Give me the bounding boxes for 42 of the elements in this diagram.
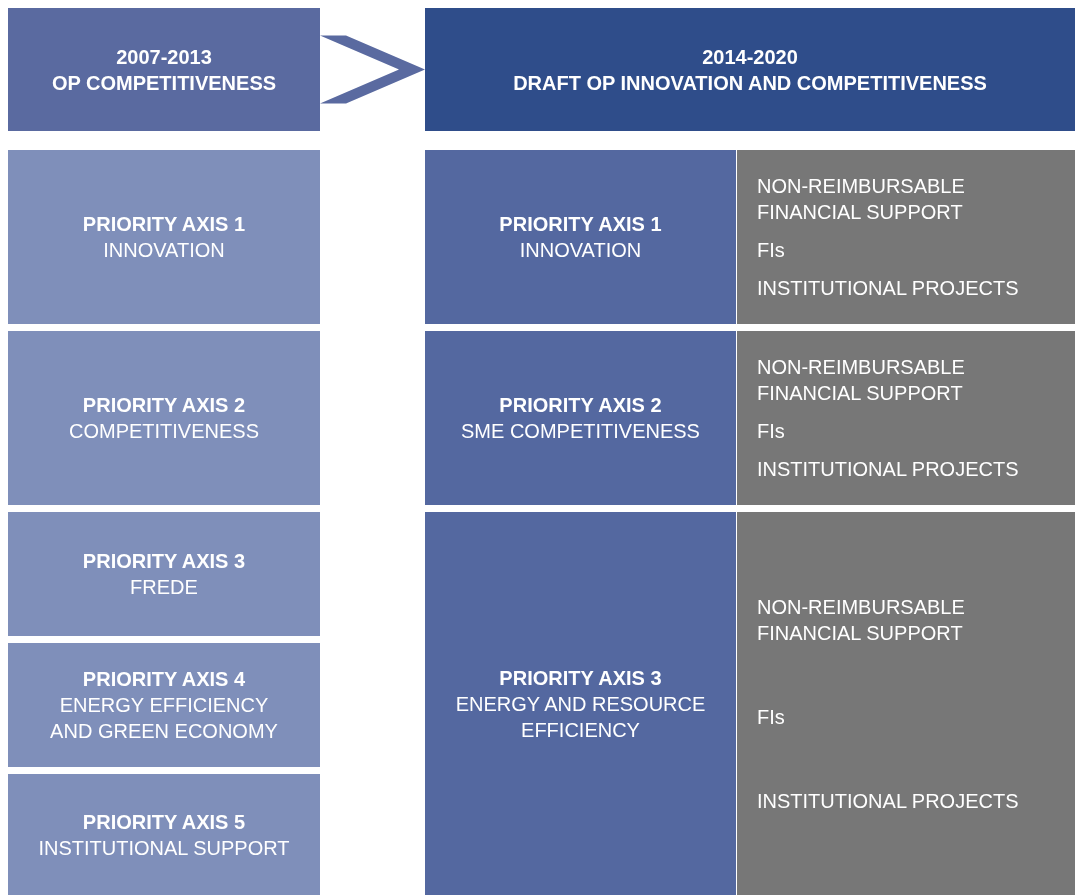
support-panel bbox=[737, 512, 1075, 895]
programme-title: DRAFT OP INNOVATION AND COMPETITIVENESS bbox=[513, 70, 987, 96]
axis-name: INNOVATION bbox=[519, 238, 642, 263]
axis-title: PRIORITY AXIS 3 bbox=[499, 665, 662, 691]
support-type-label: NON-REIMBURSABLE FINANCIAL SUPPORT bbox=[757, 174, 966, 225]
axis-title: PRIORITY AXIS 5 bbox=[82, 809, 246, 835]
axis-title: PRIORITY AXIS 1 bbox=[499, 212, 662, 237]
support-type-label: INSTITUTIONAL PROJECTS bbox=[757, 457, 1019, 482]
support-type-label: NON-REIMBURSABLE FINANCIAL SUPPORT bbox=[757, 594, 966, 646]
chevron-arrow bbox=[320, 35, 425, 104]
axis-name: INNOVATION bbox=[103, 238, 225, 263]
priority-axis-box bbox=[8, 774, 320, 895]
priority-axis-box bbox=[8, 331, 320, 505]
support-panel bbox=[737, 331, 1075, 505]
period-label: 2014-2020 bbox=[702, 44, 798, 70]
period-header-box bbox=[425, 8, 1075, 131]
axis-title: PRIORITY AXIS 3 bbox=[82, 549, 246, 574]
support-type-label: INSTITUTIONAL PROJECTS bbox=[757, 788, 1019, 814]
priority-axis-box bbox=[425, 331, 736, 505]
axis-name: COMPETITIVENESS bbox=[69, 419, 259, 444]
axis-title: PRIORITY AXIS 2 bbox=[499, 393, 662, 418]
axis-name: ENERGY EFFICIENCY AND GREEN ECONOMY bbox=[49, 693, 279, 744]
support-type-label: FIs bbox=[757, 704, 785, 730]
axis-name: ENERGY AND RESOURCE EFFICIENCY bbox=[454, 691, 707, 743]
axis-title: PRIORITY AXIS 4 bbox=[82, 667, 246, 692]
axis-title: PRIORITY AXIS 2 bbox=[82, 393, 246, 418]
support-type-label: FIs bbox=[757, 238, 785, 263]
support-panel bbox=[737, 150, 1075, 324]
priority-axis-box bbox=[8, 512, 320, 636]
axis-title: PRIORITY AXIS 1 bbox=[82, 212, 246, 237]
axis-name: FREDE bbox=[130, 575, 198, 600]
priority-axis-box bbox=[8, 643, 320, 767]
support-type-label: NON-REIMBURSABLE FINANCIAL SUPPORT bbox=[757, 355, 966, 406]
axis-name: SME COMPETITIVENESS bbox=[461, 419, 700, 444]
priority-axis-box bbox=[8, 150, 320, 324]
priority-axis-box bbox=[425, 512, 736, 895]
priority-axis-box bbox=[425, 150, 736, 324]
support-type-label: FIs bbox=[757, 419, 785, 444]
programme-title: OP COMPETITIVENESS bbox=[51, 70, 277, 96]
axis-name: INSTITUTIONAL SUPPORT bbox=[38, 835, 290, 861]
period-label: 2007-2013 bbox=[116, 44, 212, 70]
support-type-label: INSTITUTIONAL PROJECTS bbox=[757, 276, 1019, 301]
